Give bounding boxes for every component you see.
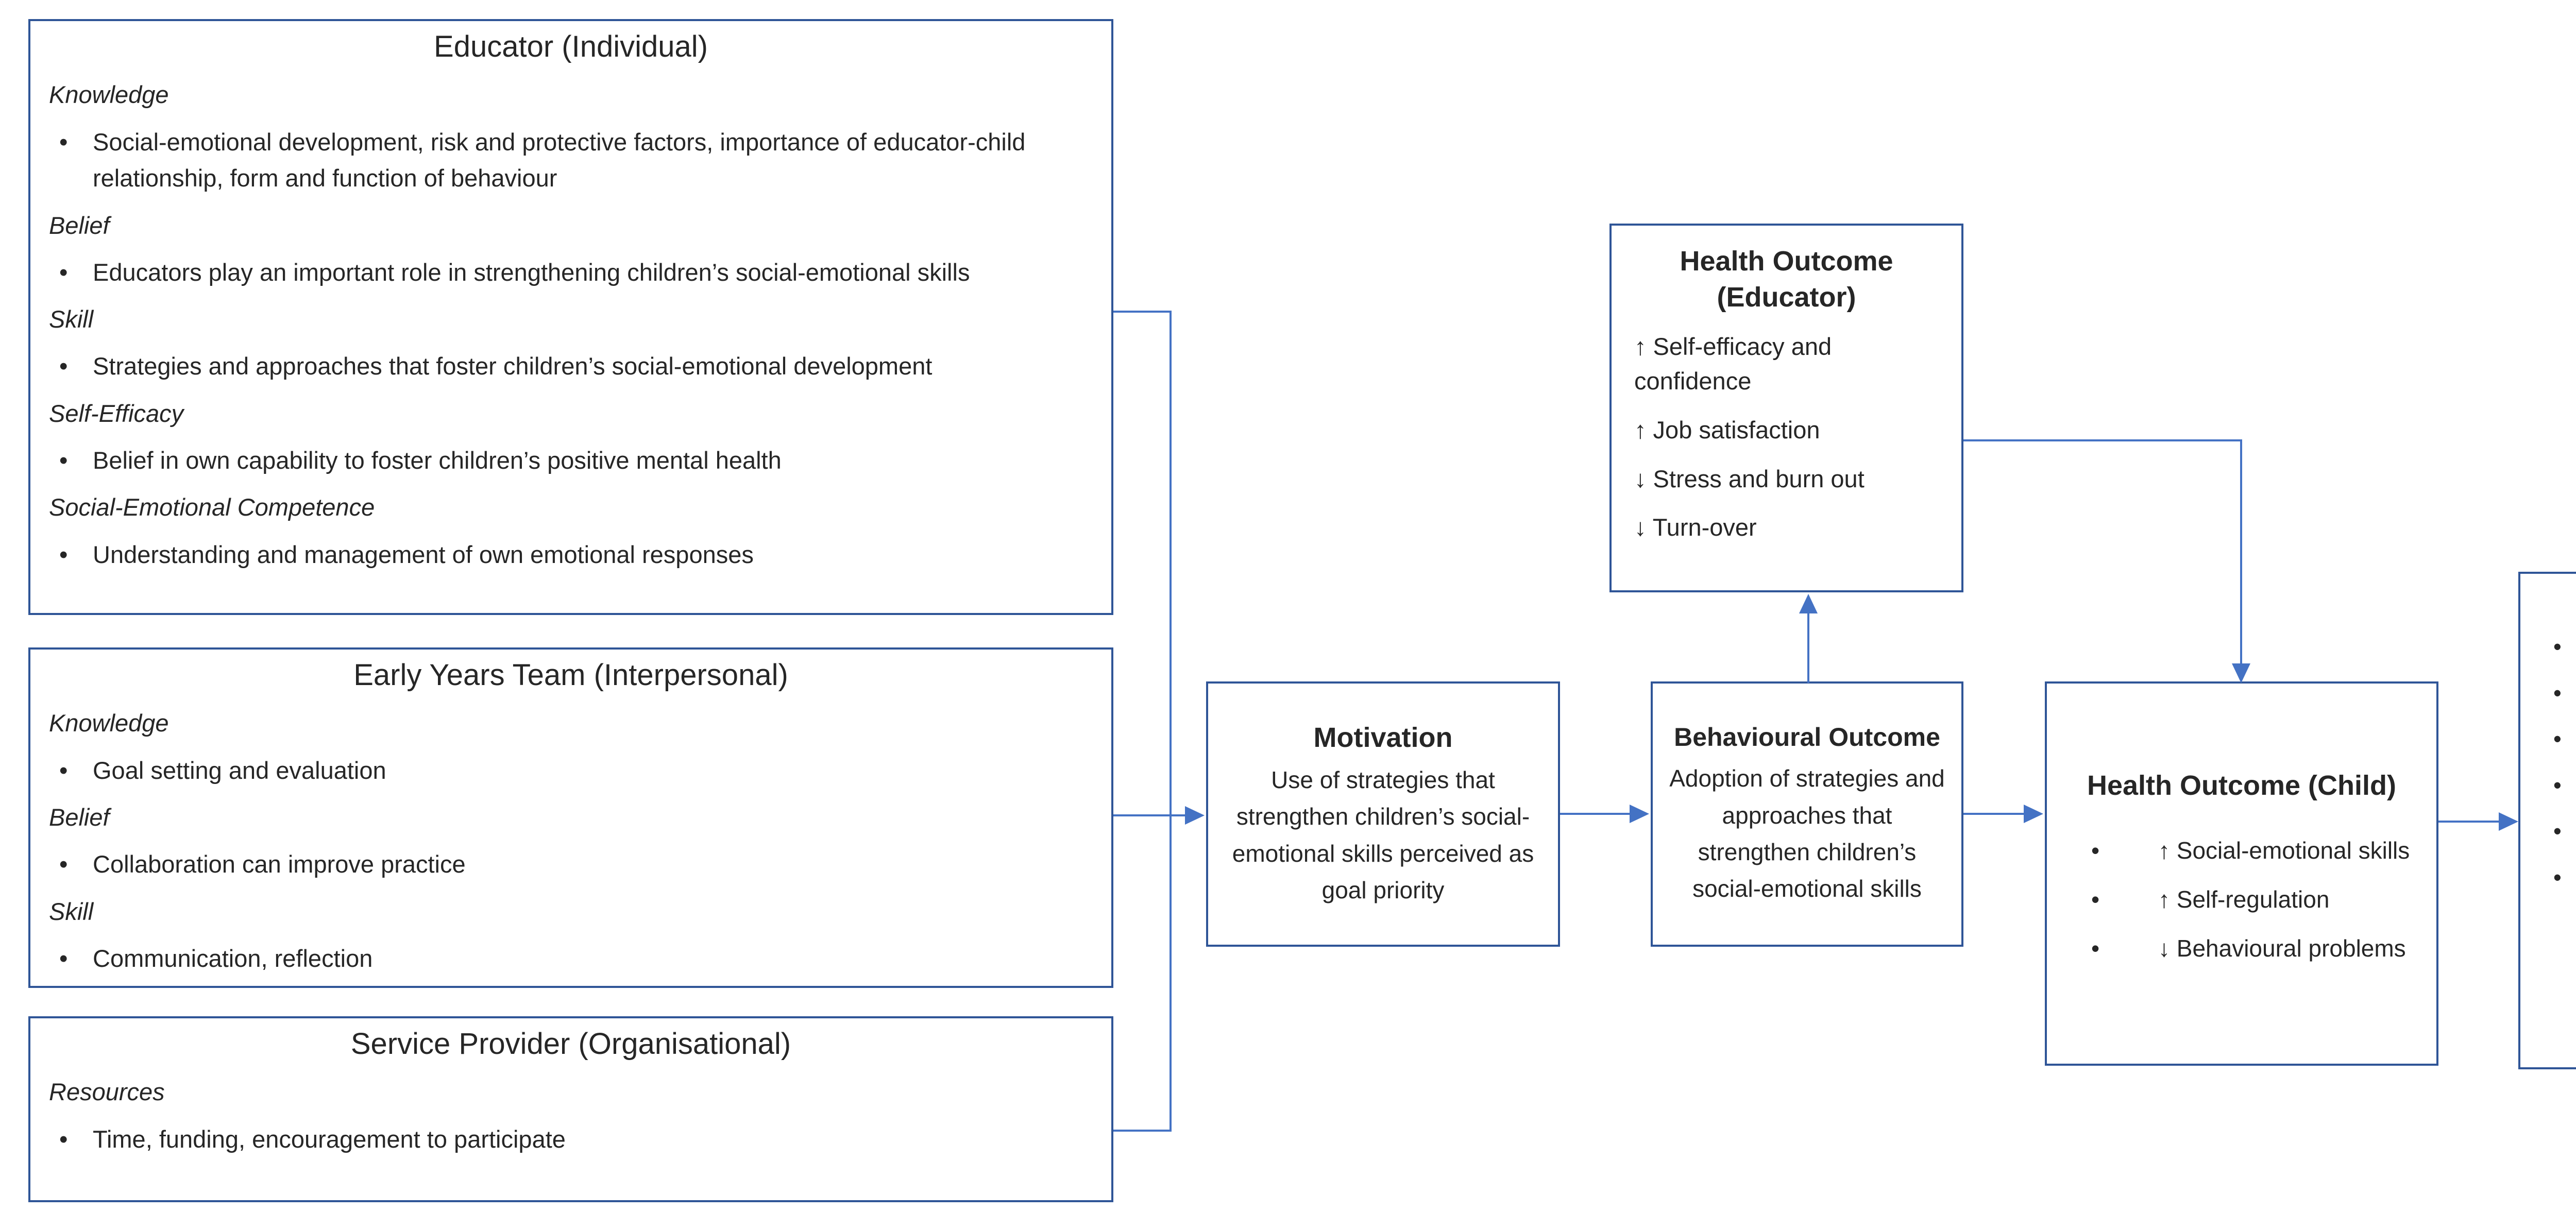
- arrow-inputs-to-motivation: [1113, 806, 1205, 825]
- bullet-item: Communication, reflection: [49, 941, 1093, 977]
- outcome-item: ↑ Job satisfaction: [1634, 416, 1820, 443]
- arrow-health-educator-to-health-child: [1963, 439, 2250, 683]
- outcome-item: ↓ Turn-over: [1634, 514, 1757, 541]
- outcome-bullet: ↓ Behavioural problems: [2091, 931, 2428, 966]
- outcome-item: ↑ Self-efficacy and confidence: [1634, 333, 1832, 395]
- section-label-belief: Belief: [49, 804, 110, 831]
- arrow-motivation-to-behavioural: [1560, 805, 1649, 823]
- section-label-skill: Skill: [49, 305, 94, 333]
- service-provider-box: Service Provider (Organisational) Resour…: [28, 1016, 1113, 1202]
- motivation-box: Motivation Use of strategies that streng…: [1206, 681, 1560, 947]
- outcome-bullet: ↓ Risk of poor health outcomes (includin…: [2553, 860, 2576, 999]
- arrow-behavioural-to-health-educator: [1799, 594, 1818, 683]
- bullet-item: Goal setting and evaluation: [49, 753, 1093, 789]
- bullet-item: Educators play an important role in stre…: [49, 254, 1093, 291]
- health-outcome-educator-title: Health Outcome (Educator): [1680, 246, 1893, 313]
- section-label-belief: Belief: [49, 211, 110, 239]
- connector-educator-serviceprovider-bracket: [1113, 311, 1172, 1132]
- health-outcome-child-box: Health Outcome (Child) ↑ Social-emotiona…: [2045, 681, 2438, 1066]
- section-label-knowledge: Knowledge: [49, 709, 169, 737]
- quality-of-life-title: Quality of Life: [2531, 582, 2576, 618]
- educator-title: Educator (Individual): [434, 30, 708, 63]
- bullet-item: Belief in own capability to foster child…: [49, 442, 1093, 479]
- arrow-behavioural-to-health-child: [1963, 805, 2043, 823]
- bullet-item: Understanding and management of own emot…: [49, 537, 1093, 573]
- health-outcome-educator-box: Health Outcome (Educator) ↑ Self-efficac…: [1609, 224, 1963, 592]
- section-label-resources: Resources: [49, 1078, 165, 1106]
- outcome-item: ↓ Stress and burn out: [1634, 465, 1865, 492]
- health-outcome-child-title: Health Outcome (Child): [2087, 770, 2396, 801]
- outcome-bullet: ↑ Academic outcomes: [2553, 676, 2576, 711]
- service-provider-title: Service Provider (Organisational): [350, 1027, 791, 1061]
- section-label-self-efficacy: Self-Efficacy: [49, 399, 184, 427]
- outcome-bullet: ↑ Tertiary attendance: [2553, 768, 2576, 803]
- outcome-bullet: ↓ Risk of anti-social behaviour: [2553, 722, 2576, 757]
- bullet-item: Social-emotional development, risk and p…: [49, 124, 1093, 197]
- outcome-bullet: ↑ Vocational opportunities: [2553, 814, 2576, 849]
- motivation-title: Motivation: [1313, 722, 1453, 753]
- section-label-social-emotional-competence: Social-Emotional Competence: [49, 493, 375, 521]
- section-label-knowledge: Knowledge: [49, 81, 169, 109]
- behavioural-outcome-body: Adoption of strategies and approaches th…: [1669, 765, 1945, 902]
- early-years-team-title: Early Years Team (Interpersonal): [353, 658, 788, 692]
- arrow-health-child-to-quality-of-life: [2438, 812, 2518, 831]
- educator-box: Educator (Individual) Knowledge Social-e…: [28, 19, 1113, 615]
- outcome-bullet: ↑ School readiness: [2553, 629, 2576, 664]
- bullet-item: Time, funding, encouragement to particip…: [49, 1121, 1093, 1158]
- early-years-team-box: Early Years Team (Interpersonal) Knowled…: [28, 647, 1113, 988]
- quality-of-life-box: Quality of Life ↑ School readiness ↑ Aca…: [2518, 572, 2576, 1069]
- section-label-skill: Skill: [49, 897, 94, 925]
- bullet-item: Strategies and approaches that foster ch…: [49, 348, 1093, 385]
- outcome-bullet: ↑ Self-regulation: [2091, 882, 2428, 917]
- bullet-item: Collaboration can improve practice: [49, 846, 1093, 883]
- behavioural-outcome-box: Behavioural Outcome Adoption of strategi…: [1651, 681, 1963, 947]
- motivation-body: Use of strategies that strengthen childr…: [1232, 766, 1534, 903]
- behavioural-outcome-title: Behavioural Outcome: [1674, 723, 1940, 752]
- outcome-bullet: ↑ Social-emotional skills: [2091, 833, 2428, 868]
